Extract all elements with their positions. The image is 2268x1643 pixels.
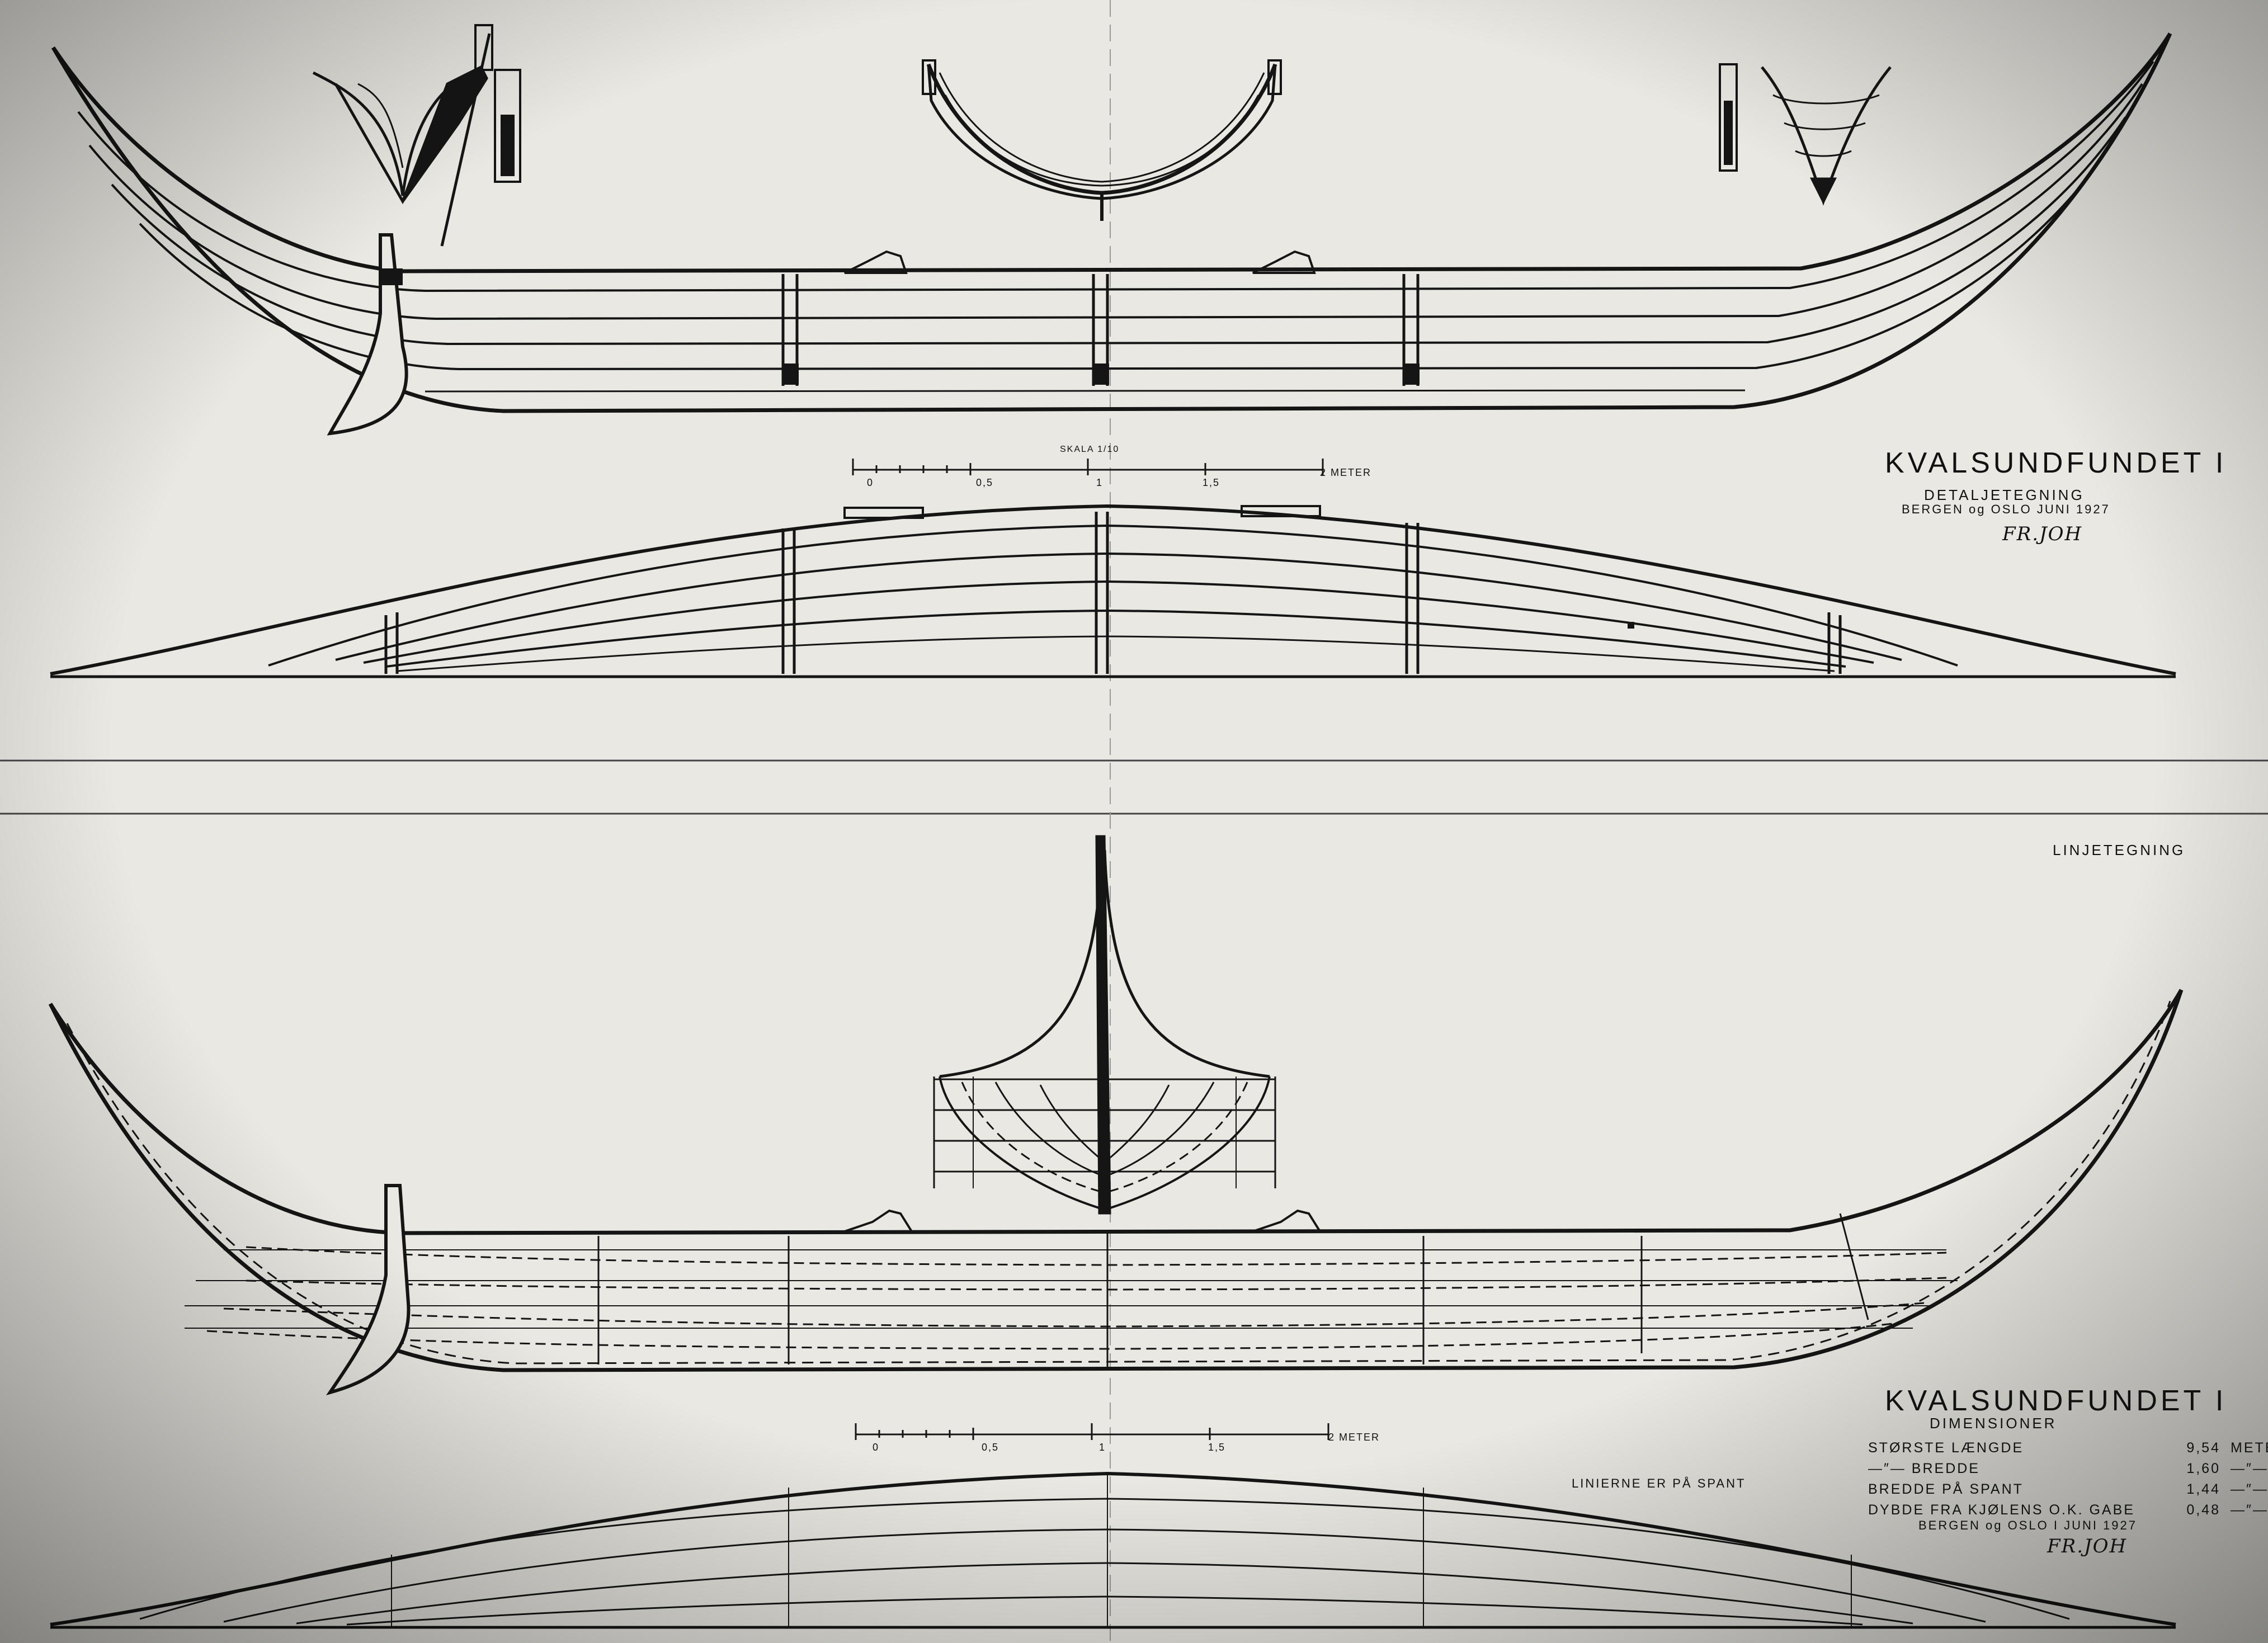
detail-place-date: BERGEN og OSLO JUNI 1927 [1902, 502, 2110, 516]
detail-scale-tick-2: 1 [1096, 477, 1104, 488]
dimension-row: —″— BREDDE 1,60 —″— [1868, 1461, 2268, 1477]
detail-subtitle: DETALJETEGNING [1924, 487, 2085, 503]
lines-scale-tick-1: 0,5 [982, 1442, 999, 1453]
dimension-row: STØRSTE LÆNGDE 9,54 METER [1868, 1440, 2268, 1456]
lines-place-date: BERGEN og OSLO I JUNI 1927 [1918, 1518, 2138, 1532]
lines-signature: FR.JOH [2047, 1535, 2128, 1557]
detail-scale-tick-0: 0 [867, 477, 874, 488]
detail-scale-label: SKALA 1/10 [1060, 445, 1120, 454]
lines-scale-tick-4: 2 METER [1328, 1432, 1380, 1443]
lines-scale-tick-2: 1 [1099, 1442, 1106, 1453]
lines-title: KVALSUNDFUNDET I [1885, 1385, 2227, 1417]
dimension-unit: —″— [2231, 1502, 2268, 1518]
dimension-label: STØRSTE LÆNGDE [1868, 1440, 2024, 1456]
lines-subtitle: DIMENSIONER [1930, 1415, 2057, 1432]
lines-scale-tick-0: 0 [873, 1442, 880, 1453]
dimension-unit: —″— [2231, 1461, 2268, 1476]
dimension-label: —″— BREDDE [1868, 1461, 1980, 1476]
lines-heading: LINJETEGNING [2053, 842, 2186, 858]
lines-note: LINIERNE ER PÅ SPANT [1572, 1476, 1746, 1490]
dimension-label: BREDDE PÅ SPANT [1868, 1481, 2024, 1497]
dimension-unit: METER [2231, 1440, 2268, 1456]
dimension-label: DYBDE FRA KJØLENS O.K. GABE [1868, 1502, 2135, 1518]
dimension-value: 1,44 [2186, 1481, 2220, 1497]
detail-scale-tick-4: 2 METER [1320, 467, 1372, 478]
detail-scale-tick-3: 1,5 [1203, 477, 1220, 488]
dimension-row: DYBDE FRA KJØLENS O.K. GABE 0,48 —″— [1868, 1502, 2268, 1518]
dimension-unit: —″— [2231, 1481, 2268, 1497]
dimension-value: 0,48 [2186, 1502, 2220, 1518]
detail-signature: FR.JOH [2002, 523, 2083, 545]
dimension-row: BREDDE PÅ SPANT 1,44 —″— [1868, 1481, 2268, 1498]
lines-scale-tick-3: 1,5 [1208, 1442, 1226, 1453]
dimension-value: 1,60 [2186, 1461, 2220, 1476]
detail-title: KVALSUNDFUNDET I [1885, 447, 2227, 479]
dimension-value: 9,54 [2186, 1440, 2220, 1456]
detail-scale-tick-1: 0,5 [976, 477, 994, 488]
